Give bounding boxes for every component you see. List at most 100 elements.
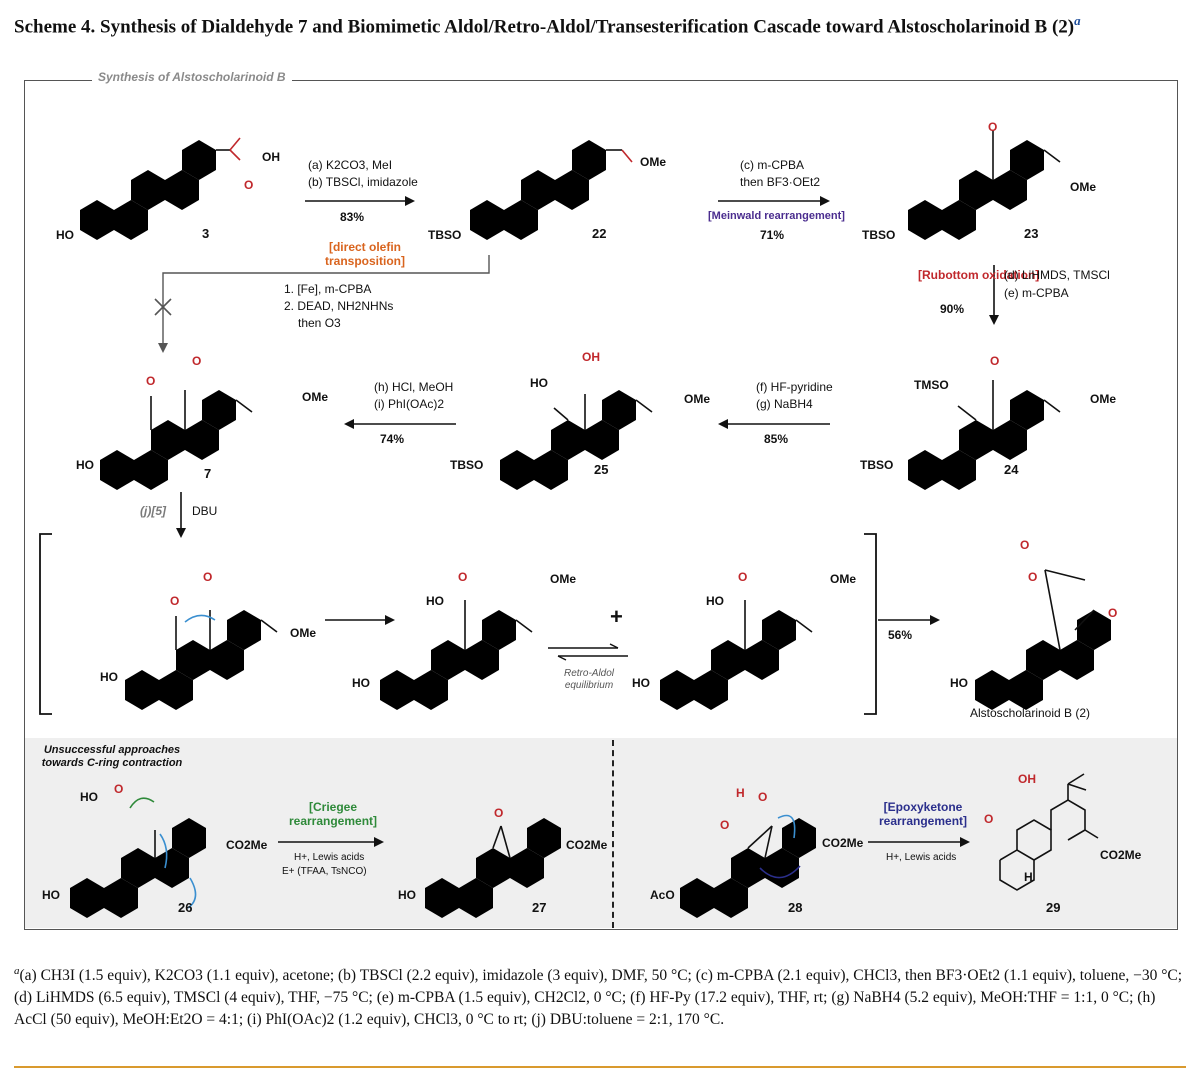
c25-oh: OH bbox=[582, 350, 600, 364]
c23-ome: OMe bbox=[1070, 180, 1097, 194]
step4-arrow bbox=[718, 419, 830, 429]
c29-co2me: CO2Me bbox=[1100, 848, 1142, 862]
cascade-ho: HO bbox=[100, 670, 118, 684]
compound-7-structure bbox=[100, 362, 268, 506]
criegee-cond1: H+, Lewis acids bbox=[294, 852, 365, 863]
aldol-a-ome: OMe bbox=[550, 572, 577, 586]
unsuccessful-label: Unsuccessful approaches towards C-ring c… bbox=[41, 744, 183, 769]
cascade-brackets bbox=[39, 533, 877, 715]
alstoscholarinoid-b-structure bbox=[975, 569, 1143, 726]
scheme-footnote: a(a) CH3I (1.5 equiv), K2CO3 (1.1 equiv)… bbox=[14, 965, 1183, 1029]
aldol-a-o: O bbox=[458, 570, 468, 584]
compound-27-structure bbox=[425, 790, 593, 934]
compound-24-structure bbox=[908, 362, 1076, 506]
direct-transposition-arrow bbox=[154, 255, 490, 353]
direct-step-3: then O3 bbox=[298, 316, 341, 330]
step2-c: (c) m-CPBA bbox=[740, 158, 804, 172]
step6-arrow bbox=[176, 492, 186, 538]
c3-o: O bbox=[244, 178, 254, 192]
step2-arrow bbox=[718, 196, 830, 206]
step7-yield: 56% bbox=[888, 628, 913, 642]
c28-epoxide-o: O bbox=[758, 790, 768, 804]
c26-co2me: CO2Me bbox=[226, 838, 268, 852]
step1-arrow bbox=[305, 196, 415, 206]
step5-arrow bbox=[344, 419, 456, 429]
cascade-ome: OMe bbox=[290, 626, 317, 640]
frame-label: Synthesis of Alstoscholarinoid B bbox=[92, 70, 292, 84]
step3-e: (e) m-CPBA bbox=[1004, 286, 1069, 300]
panel-divider bbox=[612, 740, 614, 928]
cascade-arrow bbox=[325, 615, 395, 625]
equilibrium-arrows bbox=[548, 643, 628, 661]
step2-then: then BF3·OEt2 bbox=[740, 175, 821, 189]
c29-o: O bbox=[984, 812, 994, 826]
cascade-intermediate-structure bbox=[125, 582, 293, 726]
step4-yield: 85% bbox=[764, 432, 789, 446]
step1-a: (a) K2CO3, MeI bbox=[308, 158, 393, 172]
compound-25-structure bbox=[500, 362, 668, 506]
c2-ho: HO bbox=[950, 676, 968, 690]
compound-24-number: 24 bbox=[1004, 462, 1019, 477]
aldol-b-ho-bottom: HO bbox=[632, 676, 650, 690]
compound-29-structure bbox=[999, 773, 1099, 891]
c7-aldehyde-o1: O bbox=[146, 374, 156, 388]
aldol-a-ho: HO bbox=[426, 594, 444, 608]
compound-25-number: 25 bbox=[594, 462, 609, 477]
unsuccessful-approaches-panel bbox=[25, 738, 1177, 928]
aldol-b-ome: OMe bbox=[830, 572, 857, 586]
direct-olefin-tag: [direct olefin transposition] bbox=[325, 240, 405, 268]
c24-tbso: TBSO bbox=[860, 458, 894, 472]
c2-ring-o: O bbox=[1028, 570, 1038, 584]
aldol-b-ho: HO bbox=[706, 594, 724, 608]
cascade-o2: O bbox=[203, 570, 213, 584]
c28-co2me: CO2Me bbox=[822, 836, 864, 850]
step5-h: (h) HCl, MeOH bbox=[374, 380, 454, 394]
c22-tbso: TBSO bbox=[428, 228, 462, 242]
c3-ho: HO bbox=[56, 228, 74, 242]
c27-co2me: CO2Me bbox=[566, 838, 608, 852]
step4-f: (f) HF-pyridine bbox=[756, 380, 833, 394]
c24-ome: OMe bbox=[1090, 392, 1117, 406]
criegee-cond2: E+ (TFAA, TsNCO) bbox=[282, 866, 367, 877]
aldol-a-ho-bottom: HO bbox=[352, 676, 370, 690]
step3-arrow bbox=[989, 265, 999, 325]
compound-3-structure bbox=[80, 112, 248, 256]
compound-26-structure bbox=[70, 790, 238, 934]
epoxyketone-tag: [Epoxyketone rearrangement] bbox=[878, 800, 968, 828]
aldol-product-a-structure bbox=[380, 582, 548, 726]
step5-yield: 74% bbox=[380, 432, 405, 446]
direct-step-2: 2. DEAD, NH2NHNs bbox=[284, 299, 394, 313]
scheme-title: Scheme 4. Synthesis of Dialdehyde 7 and … bbox=[14, 13, 1081, 38]
meinwald-tag: [Meinwald rearrangement] bbox=[708, 210, 845, 222]
step4-g: (g) NaBH4 bbox=[756, 397, 813, 411]
plus-sign: + bbox=[610, 604, 623, 629]
retro-aldol-label: Retro-Aldol equilibrium bbox=[563, 668, 615, 691]
cascade-o1: O bbox=[170, 594, 180, 608]
alstoscholarinoid-b-label: Alstoscholarinoid B (2) bbox=[969, 706, 1091, 720]
compound-23-structure bbox=[908, 112, 1076, 256]
c27-ho: HO bbox=[398, 888, 416, 902]
c29-h: H bbox=[1024, 870, 1033, 884]
c7-ome: OMe bbox=[302, 390, 329, 404]
c26-ho: HO bbox=[80, 790, 98, 804]
c23-ketone-o: O bbox=[988, 120, 998, 134]
c26-ho-bottom: HO bbox=[42, 888, 60, 902]
c25-ome: OMe bbox=[684, 392, 711, 406]
rubottom-tag: [Rubottom oxidation] bbox=[918, 268, 1040, 282]
c2-aldehyde-o: O bbox=[1108, 606, 1118, 620]
c28-aco: AcO bbox=[650, 888, 675, 902]
compound-28-structure bbox=[680, 790, 848, 934]
step1-b: (b) TBSCl, imidazole bbox=[308, 175, 418, 189]
step3-yield: 90% bbox=[940, 302, 965, 316]
c22-ome: OMe bbox=[640, 155, 667, 169]
c28-ketone-o: O bbox=[720, 818, 730, 832]
direct-step-1: 1. [Fe], m-CPBA bbox=[284, 282, 372, 296]
epoxyketone-arrow bbox=[868, 837, 970, 847]
c29-oh: OH bbox=[1018, 772, 1036, 786]
epoxyketone-cond: H+, Lewis acids bbox=[886, 852, 957, 863]
c28-h: H bbox=[736, 786, 745, 800]
c25-tbso: TBSO bbox=[450, 458, 484, 472]
compound-28-number: 28 bbox=[788, 900, 803, 915]
c3-oh: OH bbox=[262, 150, 280, 164]
step5-i: (i) PhI(OAc)2 bbox=[374, 397, 445, 411]
